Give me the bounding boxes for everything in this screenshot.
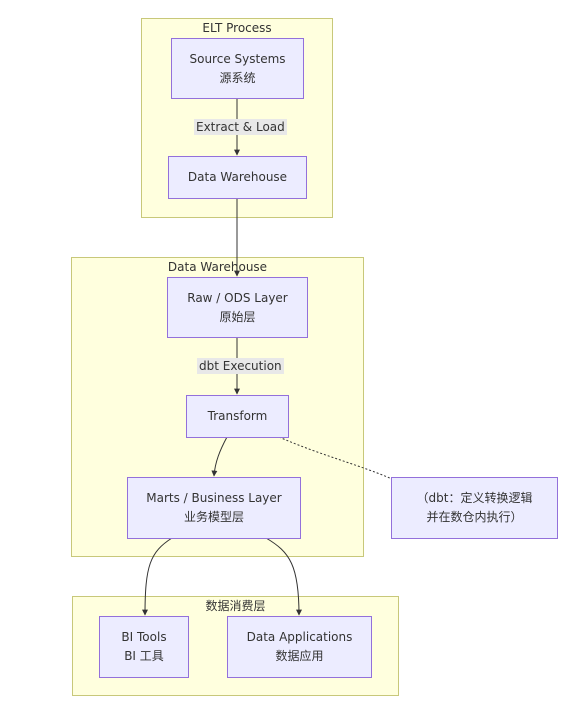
node-data-warehouse-line1: Data Warehouse	[187, 170, 288, 184]
node-marts-line2: 业务模型层	[183, 510, 244, 524]
dbt-note-line1: （dbt：定义转换逻辑	[416, 491, 533, 505]
node-data-apps-line1: Data Applications	[246, 630, 353, 644]
node-bi-tools-line1: BI Tools	[121, 630, 167, 644]
node-marts-business-layer[interactable]: Marts / Business Layer 业务模型层	[127, 477, 301, 539]
node-transform[interactable]: Transform	[186, 395, 289, 438]
edge-label-extract-load: Extract & Load	[194, 119, 287, 135]
edge-label-dbt-execution: dbt Execution	[197, 358, 284, 374]
dbt-note-line2: 并在数仓内执行）	[426, 510, 523, 524]
node-transform-line1: Transform	[207, 409, 268, 423]
dbt-note[interactable]: （dbt：定义转换逻辑 并在数仓内执行）	[391, 477, 558, 539]
elt-process-cluster-title: ELT Process	[202, 21, 272, 35]
node-raw-ods-layer-line1: Raw / ODS Layer	[187, 290, 288, 305]
node-raw-ods-layer-line2: 原始层	[219, 309, 256, 324]
edge-marts-to-bi-tools	[142, 537, 173, 616]
node-raw-ods-layer[interactable]: Raw / ODS Layer 原始层	[167, 277, 308, 338]
node-source-systems[interactable]: Source Systems 源系统	[171, 38, 304, 99]
node-marts-line1: Marts / Business Layer	[146, 491, 282, 505]
edge-marts-to-data-apps	[265, 537, 302, 616]
node-source-systems-line1: Source Systems	[189, 51, 286, 66]
node-data-apps-line2: 数据应用	[275, 649, 324, 663]
node-bi-tools[interactable]: BI Tools BI 工具	[99, 616, 189, 678]
data-warehouse-cluster-title: Data Warehouse	[167, 260, 268, 274]
consumption-layer-cluster-title: 数据消费层	[205, 599, 266, 613]
node-data-applications[interactable]: Data Applications 数据应用	[227, 616, 372, 678]
node-source-systems-line2: 源系统	[219, 70, 256, 85]
edge-transform-to-note	[278, 436, 393, 480]
node-data-warehouse[interactable]: Data Warehouse	[168, 156, 307, 199]
node-bi-tools-line2: BI 工具	[124, 649, 164, 663]
edge-transform-to-marts	[211, 436, 228, 477]
